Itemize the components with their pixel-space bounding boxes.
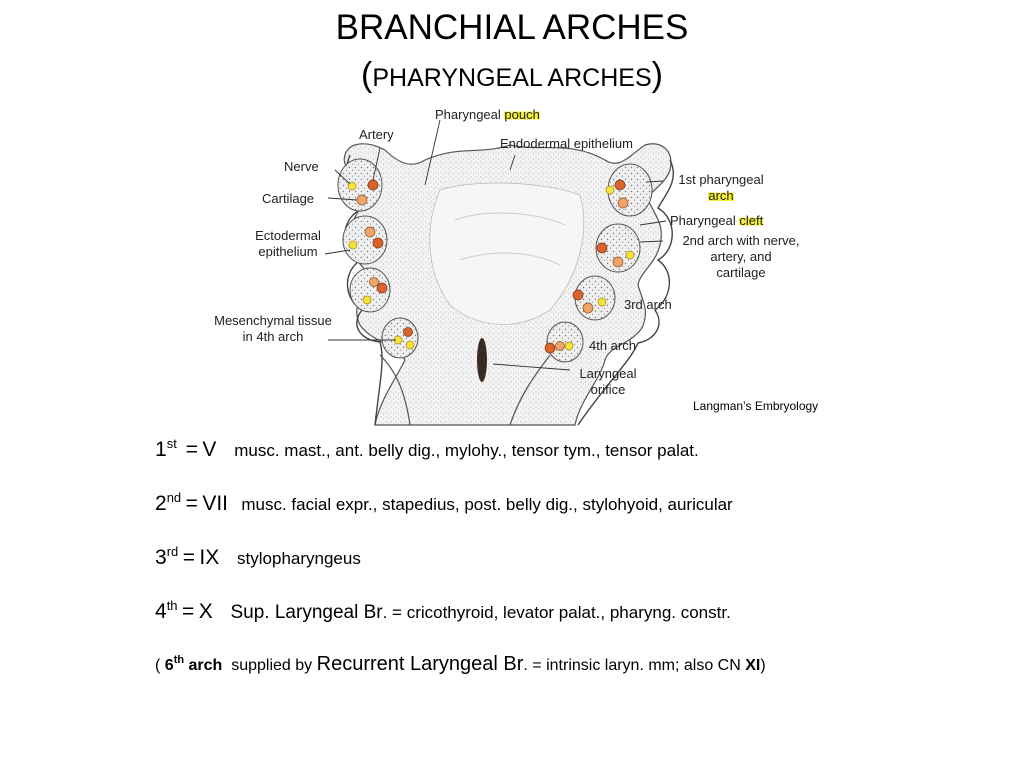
arch-ordinal: th (166, 598, 178, 613)
arch-ordinal: nd (166, 490, 182, 505)
label-mesenchymal-tissue: Mesenchymal tissue in 4th arch (214, 313, 332, 345)
lower-right-limb (509, 354, 551, 426)
label-third-arch: 3rd arch (624, 297, 672, 312)
arch-number: 2 (155, 492, 167, 515)
equals-sign: = (181, 600, 195, 623)
image-credit: Langman’s Embryology (693, 399, 819, 413)
sixth-arch-word: arch (188, 657, 223, 674)
label-fourth-arch: 4th arch (589, 338, 636, 353)
sixth-ordinal: th (173, 654, 185, 666)
label-pharyngeal-cleft: Pharyngeal cleft (670, 213, 764, 229)
arch-1-right (607, 163, 653, 217)
arch-row-2: 2nd = VII musc. facial expr., stapedius,… (155, 490, 733, 516)
arch-ordinal: rd (166, 544, 179, 559)
label-pouch: pouch (504, 107, 540, 122)
label-cartilage: Cartilage (262, 191, 315, 206)
arch-ordinal: st (166, 436, 177, 451)
label-nerve: Nerve (284, 159, 319, 174)
arch-4-right (546, 321, 584, 363)
label-orifice: orifice (590, 382, 626, 397)
label-laryngeal-orifice: Laryngeal orifice (572, 366, 644, 398)
recurrent-laryngeal-branch: Recurrent Laryngeal Br (316, 653, 524, 675)
muscle-list: stylopharyngeus (237, 549, 361, 568)
pharyngeal-arches-diagram: Pharyngeal pouch Artery Endodermal epith… (210, 100, 850, 430)
label-pharyngeal-pouch: Pharyngeal pouch (435, 107, 540, 123)
arch-row-3: 3rd = IX stylopharyngeus (155, 544, 361, 570)
label-2nd-arch-3: cartilage (716, 265, 766, 280)
leader-lines (324, 119, 667, 371)
label-arch: arch (708, 188, 734, 203)
label-2nd-arch-2: artery, and (710, 249, 772, 264)
equals-sign: = (185, 438, 198, 461)
title-subtitle: (PHARYNGEAL ARCHES) (0, 56, 1024, 97)
arch-number: 1 (155, 438, 167, 461)
subtitle-open-paren: ( (361, 56, 373, 94)
equals-sign: = (182, 546, 195, 569)
arch-column-right (577, 159, 675, 426)
label-second-arch: 2nd arch with nerve, artery, and cartila… (666, 233, 816, 281)
arch-number: 3 (155, 546, 167, 569)
close-paren: ) (760, 657, 766, 674)
embryo-illustration (324, 119, 675, 426)
label-mesenchymal: Mesenchymal tissue (214, 313, 332, 328)
superior-laryngeal-branch: Sup. Laryngeal Br (230, 602, 383, 623)
subtitle-text: PHARYNGEAL ARCHES (372, 64, 652, 92)
label-ectodermal: Ectodermal (255, 228, 321, 243)
cranial-nerve-xi: XI (745, 657, 761, 674)
arch-1-left (337, 158, 383, 212)
cranial-nerve: IX (199, 546, 220, 569)
muscle-list: . = cricothyroid, levator palat., pharyn… (382, 603, 731, 622)
arch-3-left (349, 267, 391, 313)
label-endodermal-epithelium: Endodermal epithelium (500, 136, 633, 151)
label-laryngeal: Laryngeal (579, 366, 637, 381)
arch-row-1: 1st = V musc. mast., ant. belly dig., my… (155, 436, 699, 462)
label-1st-pharyngeal: 1st pharyngeal (678, 172, 764, 187)
lower-left-limb (379, 354, 411, 426)
cranial-nerve: V (202, 438, 217, 461)
intrinsic-muscles: . = intrinsic laryn. mm; also CN (523, 657, 741, 674)
equals-sign: = (185, 492, 198, 515)
label-2nd-arch-1: 2nd arch with nerve, (682, 233, 800, 248)
arch-row-4: 4th = X Sup. Laryngeal Br. = cricothyroi… (155, 598, 731, 624)
label-in-4th-arch: in 4th arch (242, 329, 304, 344)
arch-2-right (595, 223, 641, 273)
sixth-number: 6 (164, 657, 174, 674)
cranial-nerve: X (198, 600, 213, 623)
label-pharyngeal-pouch-a: Pharyngeal (435, 107, 501, 122)
cranial-nerve: VII (202, 492, 229, 515)
subtitle-close-paren: ) (651, 56, 663, 94)
label-ectodermal-epithelium: Ectodermal epithelium (248, 228, 328, 260)
sixth-arch-note: ( 6th arch supplied by Recurrent Larynge… (155, 653, 766, 676)
label-cleft: cleft (739, 213, 764, 228)
label-epithelium: epithelium (258, 244, 318, 259)
muscle-list: musc. mast., ant. belly dig., mylohy., t… (234, 441, 699, 460)
label-artery: Artery (359, 127, 394, 142)
muscle-list: musc. facial expr., stapedius, post. bel… (241, 495, 733, 514)
arch-2-left (342, 215, 388, 265)
open-paren: ( (155, 657, 161, 674)
laryngeal-orifice (477, 338, 487, 382)
supplied-by: supplied by (231, 657, 313, 674)
title-main: BRANCHIAL ARCHES (335, 8, 689, 47)
arch-number: 4 (155, 600, 167, 623)
label-pharyngeal-cleft-a: Pharyngeal (670, 213, 736, 228)
label-first-pharyngeal-arch: 1st pharyngeal arch (666, 172, 776, 204)
